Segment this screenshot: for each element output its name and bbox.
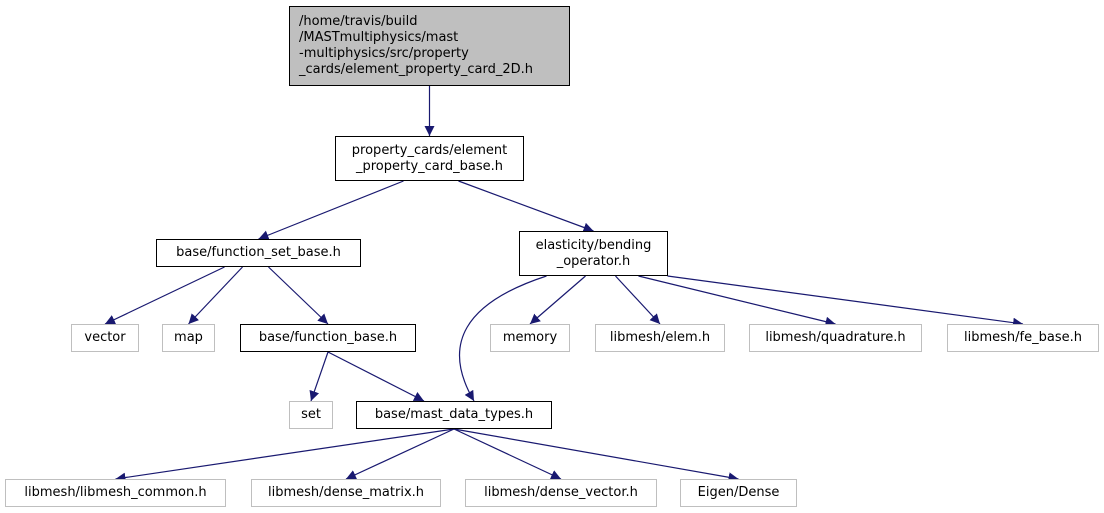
node-label-line: libmesh/fe_base.h bbox=[964, 330, 1082, 345]
node-label-line: libmesh/dense_matrix.h bbox=[267, 485, 425, 500]
node-label-line: libmesh/quadrature.h bbox=[765, 330, 906, 345]
node-function-set-base-h[interactable]: base/function_set_base.h bbox=[156, 239, 361, 267]
node-libmesh-dense-vector-h[interactable]: libmesh/dense_vector.h bbox=[465, 479, 657, 507]
node-map[interactable]: map bbox=[162, 324, 215, 352]
node-set[interactable]: set bbox=[289, 401, 333, 429]
node-function-base-h[interactable]: base/function_base.h bbox=[240, 324, 416, 352]
node-label-line: vector bbox=[84, 330, 126, 345]
node-eigen-dense[interactable]: Eigen/Dense bbox=[680, 479, 797, 507]
node-label-line: elasticity/bending bbox=[535, 237, 652, 253]
node-bending-operator-h[interactable]: elasticity/bending _operator.h bbox=[519, 231, 668, 276]
edge-card-base-to-bending-operator bbox=[458, 180, 594, 233]
node-libmesh-quadrature-h[interactable]: libmesh/quadrature.h bbox=[749, 324, 922, 352]
node-label-line: _cards/element_property_card_2D.h bbox=[299, 62, 534, 77]
node-libmesh-elem-h[interactable]: libmesh/elem.h bbox=[595, 324, 725, 352]
node-label-line: memory bbox=[502, 330, 558, 345]
edge-function-set-base-to-vector bbox=[104, 266, 225, 325]
edge-bending-operator-to-mast-data-types bbox=[459, 275, 547, 402]
node-label-line: base/function_base.h bbox=[258, 330, 398, 345]
node-libmesh-dense-matrix-h[interactable]: libmesh/dense_matrix.h bbox=[251, 479, 441, 507]
node-label-line: -multiphysics/src/property bbox=[299, 46, 469, 61]
edge-function-base-to-set bbox=[309, 351, 329, 402]
node-label-line: /home/travis/build bbox=[299, 14, 418, 29]
node-label-line: /MASTmultiphysics/mast bbox=[299, 30, 459, 45]
node-label-line: libmesh/elem.h bbox=[609, 330, 711, 345]
node-label-line: libmesh/libmesh_common.h bbox=[24, 485, 207, 500]
edge-bending-operator-to-elem bbox=[615, 275, 661, 325]
edge-mast-data-types-to-dense-vector bbox=[453, 428, 562, 480]
node-element-property-card-2d-h[interactable]: /home/travis/build /MASTmultiphysics/mas… bbox=[289, 6, 570, 86]
node-libmesh-common-h[interactable]: libmesh/libmesh_common.h bbox=[5, 479, 226, 507]
edge-mast-data-types-to-eigen-dense bbox=[453, 428, 739, 483]
node-label-line: Eigen/Dense bbox=[697, 485, 780, 500]
node-mast-data-types-h[interactable]: base/mast_data_types.h bbox=[356, 401, 552, 429]
node-vector[interactable]: vector bbox=[71, 324, 139, 352]
node-element-property-card-base-h[interactable]: property_cards/element _property_card_ba… bbox=[335, 136, 524, 181]
node-label-line: property_cards/element bbox=[351, 142, 508, 158]
edge-bending-operator-to-quadrature bbox=[638, 275, 836, 327]
edge-function-base-to-mast-data-types bbox=[327, 351, 425, 402]
node-label-line: _operator.h bbox=[556, 253, 631, 269]
node-label-line: base/mast_data_types.h bbox=[374, 407, 534, 422]
edge-bending-operator-to-fe-base bbox=[667, 275, 1024, 328]
node-label-line: libmesh/dense_vector.h bbox=[484, 485, 638, 500]
node-label-line: map bbox=[174, 330, 203, 345]
node-label-line: _property_card_base.h bbox=[356, 158, 503, 174]
edge-mast-data-types-to-dense-matrix bbox=[345, 428, 455, 480]
node-label-line: set bbox=[301, 407, 321, 422]
node-label-line: base/function_set_base.h bbox=[176, 245, 341, 260]
edge-mast-data-types-to-libmesh-common bbox=[115, 428, 455, 483]
node-libmesh-fe-base-h[interactable]: libmesh/fe_base.h bbox=[947, 324, 1099, 352]
edge-bending-operator-to-memory bbox=[529, 275, 586, 325]
edge-card-base-to-function-set-base bbox=[258, 180, 404, 240]
edge-function-set-base-to-function-base bbox=[268, 266, 329, 325]
edge-function-set-base-to-map bbox=[188, 266, 243, 325]
node-memory[interactable]: memory bbox=[490, 324, 570, 352]
